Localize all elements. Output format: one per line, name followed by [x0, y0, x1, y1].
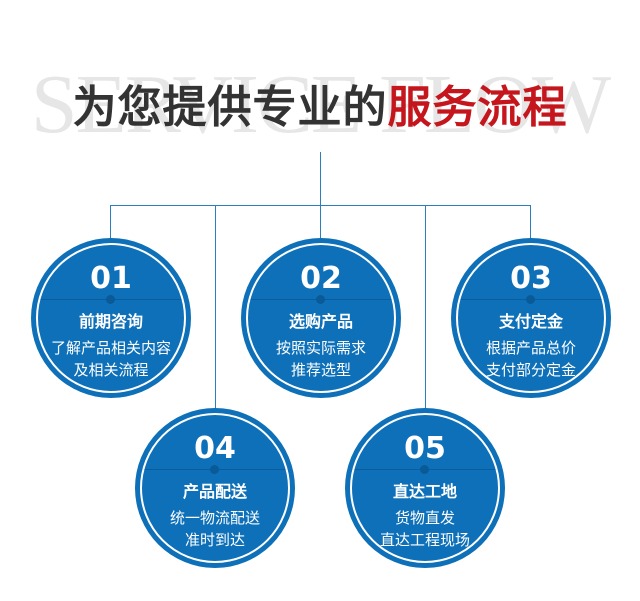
desc-line: 支付部分定金	[485, 361, 576, 379]
step-title: 选购产品	[288, 312, 353, 331]
connector-03	[530, 205, 531, 239]
desc-line: 了解产品相关内容	[50, 339, 171, 357]
desc-line: 货物直发	[394, 509, 455, 527]
step-number: 02	[300, 261, 342, 296]
connector-02	[320, 205, 321, 239]
step-ring: 03 支付定金 根据产品总价支付部分定金	[456, 243, 606, 393]
step-ring: 01 前期咨询 了解产品相关内容及相关流程	[36, 243, 186, 393]
connector-01	[110, 205, 111, 239]
step-03: 03 支付定金 根据产品总价支付部分定金	[451, 238, 611, 398]
connector-04	[215, 205, 216, 410]
watermark-text: SERVICE FLOW	[30, 58, 611, 151]
step-number: 01	[90, 261, 132, 296]
dot-icon	[526, 295, 535, 304]
desc-line: 直达工程现场	[379, 531, 470, 549]
step-title: 产品配送	[182, 482, 247, 501]
step-01: 01 前期咨询 了解产品相关内容及相关流程	[31, 238, 191, 398]
dot-icon	[316, 295, 325, 304]
step-number: 03	[510, 261, 552, 296]
step-number: 05	[404, 431, 446, 466]
desc-line: 及相关流程	[73, 361, 149, 379]
title-red-part: 服务流程	[387, 82, 568, 133]
desc-line: 根据产品总价	[485, 339, 576, 357]
step-ring: 02 选购产品 按照实际需求推荐选型	[246, 243, 396, 393]
step-title: 直达工地	[392, 482, 457, 501]
step-ring: 04 产品配送 统一物流配送准时到达	[140, 413, 290, 563]
dot-icon	[210, 465, 219, 474]
dot-icon	[420, 465, 429, 474]
step-description: 货物直发直达工程现场	[352, 507, 498, 551]
step-04: 04 产品配送 统一物流配送准时到达	[135, 408, 295, 568]
step-description: 按照实际需求推荐选型	[248, 337, 394, 381]
step-02: 02 选购产品 按照实际需求推荐选型	[241, 238, 401, 398]
connector-main-vertical	[320, 152, 321, 206]
step-description: 统一物流配送准时到达	[142, 507, 288, 551]
desc-line: 按照实际需求	[275, 339, 366, 357]
desc-line: 准时到达	[184, 531, 245, 549]
page-title: 为您提供专业的服务流程	[0, 78, 640, 138]
step-description: 了解产品相关内容及相关流程	[38, 337, 184, 381]
step-title: 支付定金	[498, 312, 563, 331]
desc-line: 推荐选型	[290, 361, 351, 379]
step-number: 04	[194, 431, 236, 466]
title-dark-part: 为您提供专业的	[72, 82, 388, 133]
step-description: 根据产品总价支付部分定金	[458, 337, 604, 381]
connector-05	[425, 205, 426, 410]
step-05: 05 直达工地 货物直发直达工程现场	[345, 408, 505, 568]
desc-line: 统一物流配送	[169, 509, 260, 527]
step-title: 前期咨询	[78, 312, 143, 331]
dot-icon	[106, 295, 115, 304]
step-ring: 05 直达工地 货物直发直达工程现场	[350, 413, 500, 563]
